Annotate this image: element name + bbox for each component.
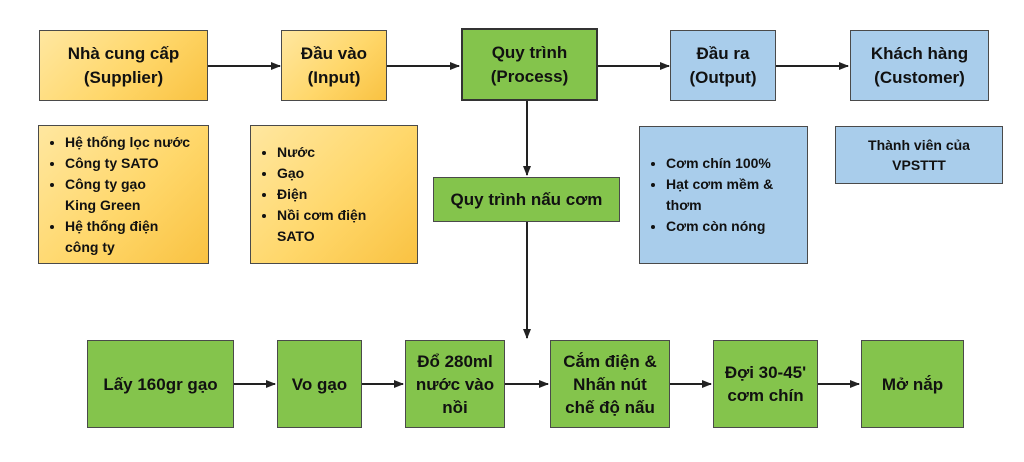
list-item: Cơm chín 100% — [666, 153, 773, 174]
list-item: Hệ thống lọc nước — [65, 132, 190, 153]
supplier-list-box: Hệ thống lọc nước Công ty SATO Công ty g… — [38, 125, 209, 264]
input-title: Đầu vào (Input) — [300, 43, 368, 87]
list-item: Cơm còn nóng — [666, 216, 773, 237]
process-box: Quy trình (Process) — [461, 28, 598, 101]
supplier-list: Hệ thống lọc nước Công ty SATO Công ty g… — [39, 132, 190, 258]
step-label: Đợi 30-45' cơm chín — [724, 363, 807, 405]
step-4-box: Cắm điện & Nhấn nút chế độ nấu — [550, 340, 670, 428]
step-label: Vo gạo — [291, 374, 348, 394]
supplier-title: Nhà cung cấp (Supplier) — [67, 43, 180, 87]
input-list: Nước Gạo Điện Nồi cơm điện SATO — [251, 142, 366, 247]
step-label: Lấy 160gr gạo — [103, 374, 218, 394]
step-label: Mở nắp — [881, 374, 944, 394]
list-item: Nồi cơm điện SATO — [277, 205, 366, 247]
input-box: Đầu vào (Input) — [281, 30, 387, 101]
list-item: Hạt cơm mềm & thơm — [666, 174, 773, 216]
input-list-box: Nước Gạo Điện Nồi cơm điện SATO — [250, 125, 418, 264]
step-2-box: Vo gạo — [277, 340, 362, 428]
customer-note-box: Thành viên của VPSTTT — [835, 126, 1003, 184]
list-item: Gạo — [277, 163, 366, 184]
list-item: Nước — [277, 142, 366, 163]
step-1-box: Lấy 160gr gạo — [87, 340, 234, 428]
list-item: Công ty SATO — [65, 153, 190, 174]
list-item: Hệ thống điện công ty — [65, 216, 190, 258]
process-title: Quy trình (Process) — [490, 42, 569, 86]
step-label: Cắm điện & Nhấn nút chế độ nấu — [563, 351, 657, 417]
customer-box: Khách hàng (Customer) — [850, 30, 989, 101]
customer-note: Thành viên của VPSTTT — [868, 137, 970, 173]
cooking-process-box: Quy trình nấu cơm — [433, 177, 620, 222]
supplier-box: Nhà cung cấp (Supplier) — [39, 30, 208, 101]
step-label: Đổ 280ml nước vào nồi — [415, 351, 495, 417]
customer-title: Khách hàng (Customer) — [870, 43, 969, 87]
output-title: Đầu ra (Output) — [689, 43, 757, 87]
step-3-box: Đổ 280ml nước vào nồi — [405, 340, 505, 428]
output-box: Đầu ra (Output) — [670, 30, 776, 101]
step-5-box: Đợi 30-45' cơm chín — [713, 340, 818, 428]
cooking-process-title: Quy trình nấu cơm — [450, 189, 603, 209]
output-list: Cơm chín 100% Hạt cơm mềm & thơm Cơm còn… — [640, 153, 773, 237]
step-6-box: Mở nắp — [861, 340, 964, 428]
output-list-box: Cơm chín 100% Hạt cơm mềm & thơm Cơm còn… — [639, 126, 808, 264]
list-item: Công ty gạo King Green — [65, 174, 190, 216]
list-item: Điện — [277, 184, 366, 205]
